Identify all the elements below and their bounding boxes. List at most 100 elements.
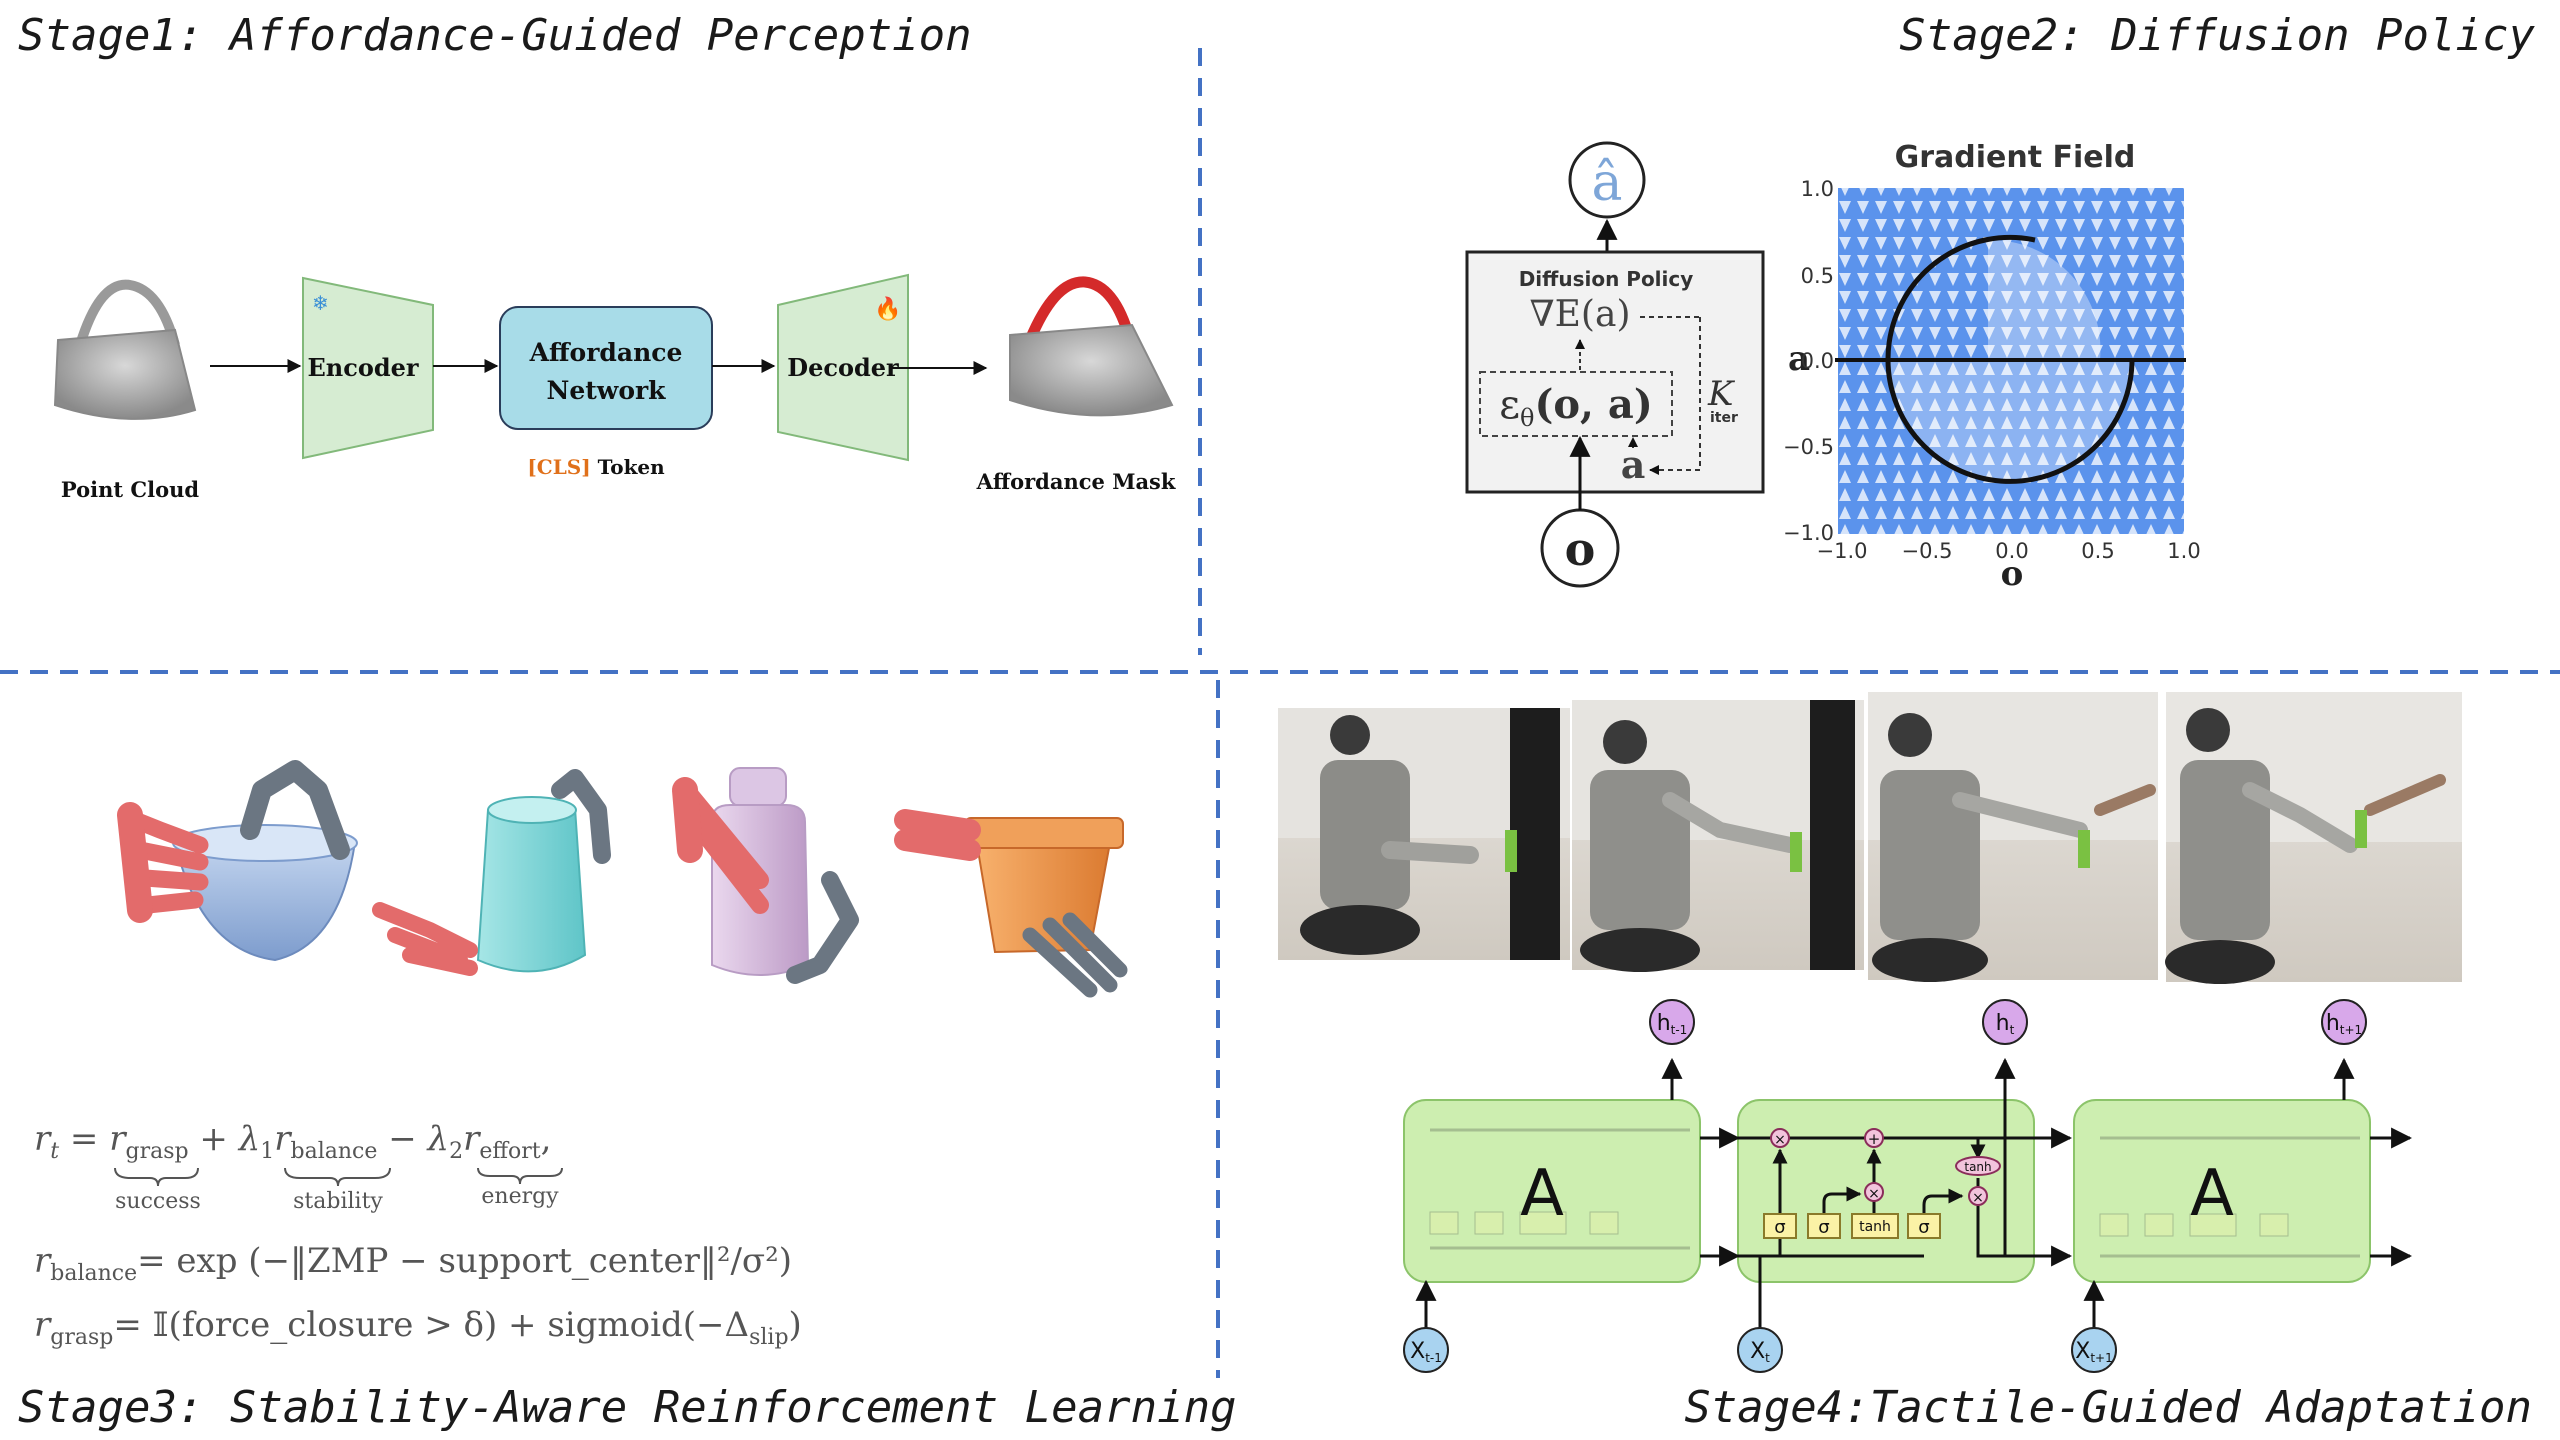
- h-prev-node: [1649, 999, 1695, 1045]
- input-multiply-symbol: ×: [1868, 1186, 1880, 1202]
- x-prev-node: [1403, 1327, 1449, 1373]
- robot-photo-2: [1572, 700, 1864, 972]
- cls-token-label: [CLS] Token: [527, 455, 665, 479]
- x-tick-1: −1.0: [1817, 539, 1868, 563]
- x-tick-5: 1.0: [2167, 539, 2200, 563]
- lstm-cell-prev-label: A: [1520, 1157, 1564, 1231]
- point-cloud-label: Point Cloud: [61, 477, 199, 502]
- robot-photo-1: [1278, 708, 1570, 960]
- x-next-node: [2071, 1327, 2117, 1373]
- diffusion-box-title: Diffusion Policy: [1519, 267, 1694, 291]
- x-tick-4: 0.5: [2081, 539, 2114, 563]
- bowl-grasp: [117, 760, 358, 962]
- energy-arc: [1885, 234, 2135, 484]
- encoder-label: Encoder: [307, 353, 418, 382]
- y-tick-3: 0.0: [1801, 349, 1834, 373]
- affordance-mask-label: Affordance Mask: [976, 469, 1176, 494]
- a-hat-label: â: [1591, 153, 1622, 213]
- balance-equation: rbalance= exp (−‖ZMP − support_center‖²/…: [34, 1241, 792, 1286]
- brace-stability: [284, 1167, 391, 1187]
- h-current-label: ht: [1996, 1011, 2015, 1037]
- bottle-grasp: [672, 767, 859, 984]
- add-symbol: +: [1868, 1130, 1881, 1148]
- h-next-node: [2321, 999, 2367, 1045]
- stage2-title: Stage2: Diffusion Policy: [1899, 10, 2535, 61]
- perception-pipeline: Point Cloud ❄ Encoder Affordance Network…: [53, 273, 1176, 502]
- output-gate-path: [1922, 1188, 1964, 1226]
- sigma2-path: [1822, 1186, 1862, 1225]
- epsilon-label: εθ(o, a): [1499, 381, 1653, 432]
- x-current-node: [1737, 1327, 1783, 1373]
- x-axis-label: o: [2001, 554, 2024, 594]
- affordance-network-label-1: Affordance: [529, 338, 683, 367]
- decoder-label: Decoder: [787, 353, 899, 382]
- stage1-title: Stage1: Affordance-Guided Perception: [18, 10, 972, 61]
- energy-label: energy: [481, 1184, 559, 1209]
- rl-equations: rt = rgrasp + λ1rbalance − λ2reffort, su…: [34, 1119, 802, 1350]
- affordance-mask-bag: [1009, 276, 1174, 417]
- lstm-cell-prev-faded-internals: [1429, 1128, 1690, 1250]
- x-tick-2: −0.5: [1902, 539, 1953, 563]
- grasp-equation: rgrasp= 𝕀(force_closure > δ) + sigmoid(−…: [34, 1305, 802, 1350]
- output-gate-sigma: [1907, 1213, 1941, 1239]
- robot-photo-3: [1868, 692, 2158, 982]
- lstm-cell-prev: [1403, 1099, 1701, 1283]
- o-label: o: [1565, 522, 1596, 576]
- h-next-label: ht+1: [2326, 1011, 2362, 1037]
- forget-gate-sigma-label: σ: [1774, 1217, 1785, 1238]
- cup-grasp: [372, 769, 611, 976]
- lstm-cell-next: [2073, 1099, 2371, 1283]
- brace-energy: [477, 1167, 563, 1185]
- y-tick-5: −1.0: [1783, 521, 1834, 545]
- output-multiply-symbol: ×: [1972, 1190, 1984, 1206]
- pot-grasp: [894, 809, 1128, 998]
- h-out-path: [1976, 1206, 2073, 1267]
- x-prev-label: Xt-1: [1410, 1339, 1442, 1365]
- candidate-tanh: [1851, 1213, 1899, 1239]
- input-gate-sigma: [1807, 1213, 1841, 1239]
- lstm-diagram: A × + × × tanh σ σ tanh σ: [1403, 999, 2413, 1373]
- stability-label: stability: [293, 1189, 383, 1214]
- gradient-field-upper: [1838, 188, 2184, 360]
- output-gate-sigma-label: σ: [1918, 1217, 1929, 1238]
- forget-multiply-symbol: ×: [1774, 1132, 1786, 1148]
- h-current-node: [1982, 999, 2028, 1045]
- encoder-block: [302, 276, 434, 460]
- grasp-scenes: [117, 760, 1128, 998]
- x-next-label: Xt+1: [2075, 1339, 2112, 1365]
- affordance-network-block: [499, 306, 713, 430]
- snowflake-icon: ❄: [312, 291, 329, 315]
- point-cloud-bag: [53, 279, 197, 420]
- forget-multiply-op: [1770, 1128, 1790, 1148]
- robot-handover-photos: [1278, 692, 2462, 984]
- k-label: K: [1707, 374, 1736, 414]
- candidate-tanh-label: tanh: [1859, 1219, 1891, 1235]
- arc-lower-white: [1890, 360, 2132, 481]
- y-tick-4: −0.5: [1783, 435, 1834, 459]
- arc-upper-white: [1988, 239, 2101, 360]
- grad-e-label: ∇E(a): [1530, 294, 1631, 335]
- a-input-label: a: [1621, 442, 1646, 487]
- success-label: success: [115, 1189, 201, 1214]
- lstm-cell-next-faded-internals: [2099, 1136, 2360, 1258]
- stage4-title: Stage4:Tactile-Guided Adaptation: [1684, 1382, 2532, 1433]
- iter-label: iter: [1710, 410, 1738, 426]
- forget-gate-sigma: [1763, 1213, 1797, 1239]
- input-gate-sigma-label: σ: [1818, 1217, 1829, 1238]
- diffusion-policy-diagram: â Diffusion Policy ∇E(a) εθ(o, a) K iter…: [1465, 140, 2201, 594]
- stage3-title: Stage3: Stability-Aware Reinforcement Le…: [18, 1382, 1237, 1433]
- affordance-network-label-2: Network: [547, 376, 667, 405]
- y-axis-label: a: [1788, 339, 1810, 379]
- tanh-op-label: tanh: [1964, 1160, 1991, 1174]
- h-prev-label: ht-1: [1657, 1011, 1688, 1037]
- lstm-cell-next-label: A: [2190, 1157, 2234, 1231]
- x-tick-3: 0.0: [1995, 539, 2028, 563]
- decoder-block: [777, 273, 909, 462]
- reward-equation: rt = rgrasp + λ1rbalance − λ2reffort,: [34, 1119, 551, 1164]
- output-multiply-op: [1968, 1186, 1988, 1206]
- tanh-op: [1955, 1156, 2001, 1176]
- y-tick-2: 0.5: [1801, 264, 1834, 288]
- robot-photo-4: [2165, 692, 2462, 984]
- add-op: [1864, 1128, 1884, 1148]
